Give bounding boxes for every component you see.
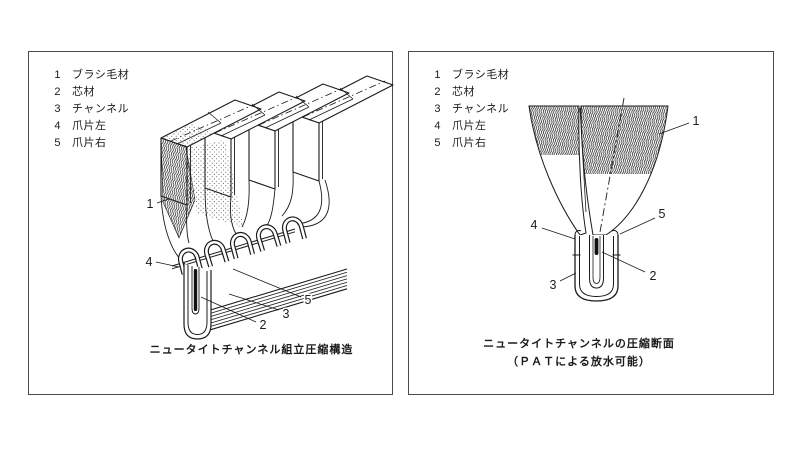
- legend-label: ブラシ毛材: [72, 69, 130, 81]
- callout-2: 2: [650, 269, 657, 283]
- legend-label: 芯材: [452, 86, 475, 98]
- left-legend: 1 ブラシ毛材 2 芯材 3 チャンネル 4 爪片左 5 爪片右: [49, 66, 129, 151]
- callout-5: 5: [659, 207, 666, 221]
- legend-item: 3 チャンネル: [429, 100, 509, 117]
- legend-number: 4: [434, 120, 441, 132]
- legend-number: 3: [54, 103, 61, 115]
- core-strip: [193, 269, 198, 311]
- callout-labels: 1 4 5 2 3: [529, 113, 701, 294]
- legend-number: 3: [434, 103, 441, 115]
- callout-5: 5: [305, 293, 312, 307]
- legend-label: 爪片左: [72, 120, 107, 132]
- legend-label: ブラシ毛材: [452, 69, 510, 81]
- legend-label: 芯材: [72, 86, 95, 98]
- claw-loops: [177, 216, 307, 275]
- legend-number: 5: [54, 137, 61, 149]
- legend-label: 爪片右: [72, 137, 107, 149]
- callout-3: 3: [550, 278, 557, 292]
- right-legend: 1 ブラシ毛材 2 芯材 3 チャンネル 4 爪片左 5 爪片右: [429, 66, 509, 151]
- callout-4: 4: [531, 218, 538, 232]
- legend-number: 1: [434, 69, 441, 81]
- legend-item: 4 爪片左: [429, 117, 509, 134]
- legend-item: 2 芯材: [49, 83, 129, 100]
- right-panel: 1 ブラシ毛材 2 芯材 3 チャンネル 4 爪片左 5 爪片右: [408, 51, 774, 395]
- legend-item: 3 チャンネル: [49, 100, 129, 117]
- right-caption-line1: ニュータイトチャンネルの圧縮断面: [483, 338, 675, 350]
- channel-u-profile: [572, 230, 621, 302]
- assembly-structure-figure: 1 4 5 3 2: [144, 75, 394, 340]
- right-caption-line2: （ＰＡＴによる放水可能）: [507, 356, 651, 368]
- legend-label: 爪片左: [452, 120, 487, 132]
- legend-number: 1: [54, 69, 61, 81]
- core-strip: [594, 238, 599, 255]
- legend-item: 5 爪片右: [429, 134, 509, 151]
- legend-label: チャンネル: [452, 103, 510, 115]
- legend-number: 5: [434, 137, 441, 149]
- center-line: [599, 97, 625, 233]
- cross-section-figure: 1 4 5 2 3: [528, 97, 701, 302]
- bristle-hatch: [529, 106, 668, 213]
- callout-2: 2: [260, 318, 267, 332]
- callout-3: 3: [283, 307, 290, 321]
- channel-rails: [196, 268, 348, 331]
- legend-item: 1 ブラシ毛材: [429, 66, 509, 83]
- callout-4: 4: [146, 255, 153, 269]
- callout-labels: 1 4 5 3 2: [144, 196, 313, 334]
- legend-item: 4 爪片左: [49, 117, 129, 134]
- left-panel: 1 ブラシ毛材 2 芯材 3 チャンネル 4 爪片左 5 爪片右: [28, 51, 394, 395]
- legend-item: 2 芯材: [429, 83, 509, 100]
- legend-label: 爪片右: [452, 137, 487, 149]
- legend-item: 1 ブラシ毛材: [49, 66, 129, 83]
- callout-1: 1: [693, 114, 700, 128]
- legend-item: 5 爪片右: [49, 134, 129, 151]
- channel-u-profile: [183, 264, 212, 340]
- left-caption: ニュータイトチャンネル組立圧縮構造: [149, 344, 354, 356]
- legend-label: チャンネル: [72, 103, 130, 115]
- legend-number: 4: [54, 120, 61, 132]
- legend-number: 2: [54, 86, 61, 98]
- callout-1: 1: [147, 197, 154, 211]
- legend-number: 2: [434, 86, 441, 98]
